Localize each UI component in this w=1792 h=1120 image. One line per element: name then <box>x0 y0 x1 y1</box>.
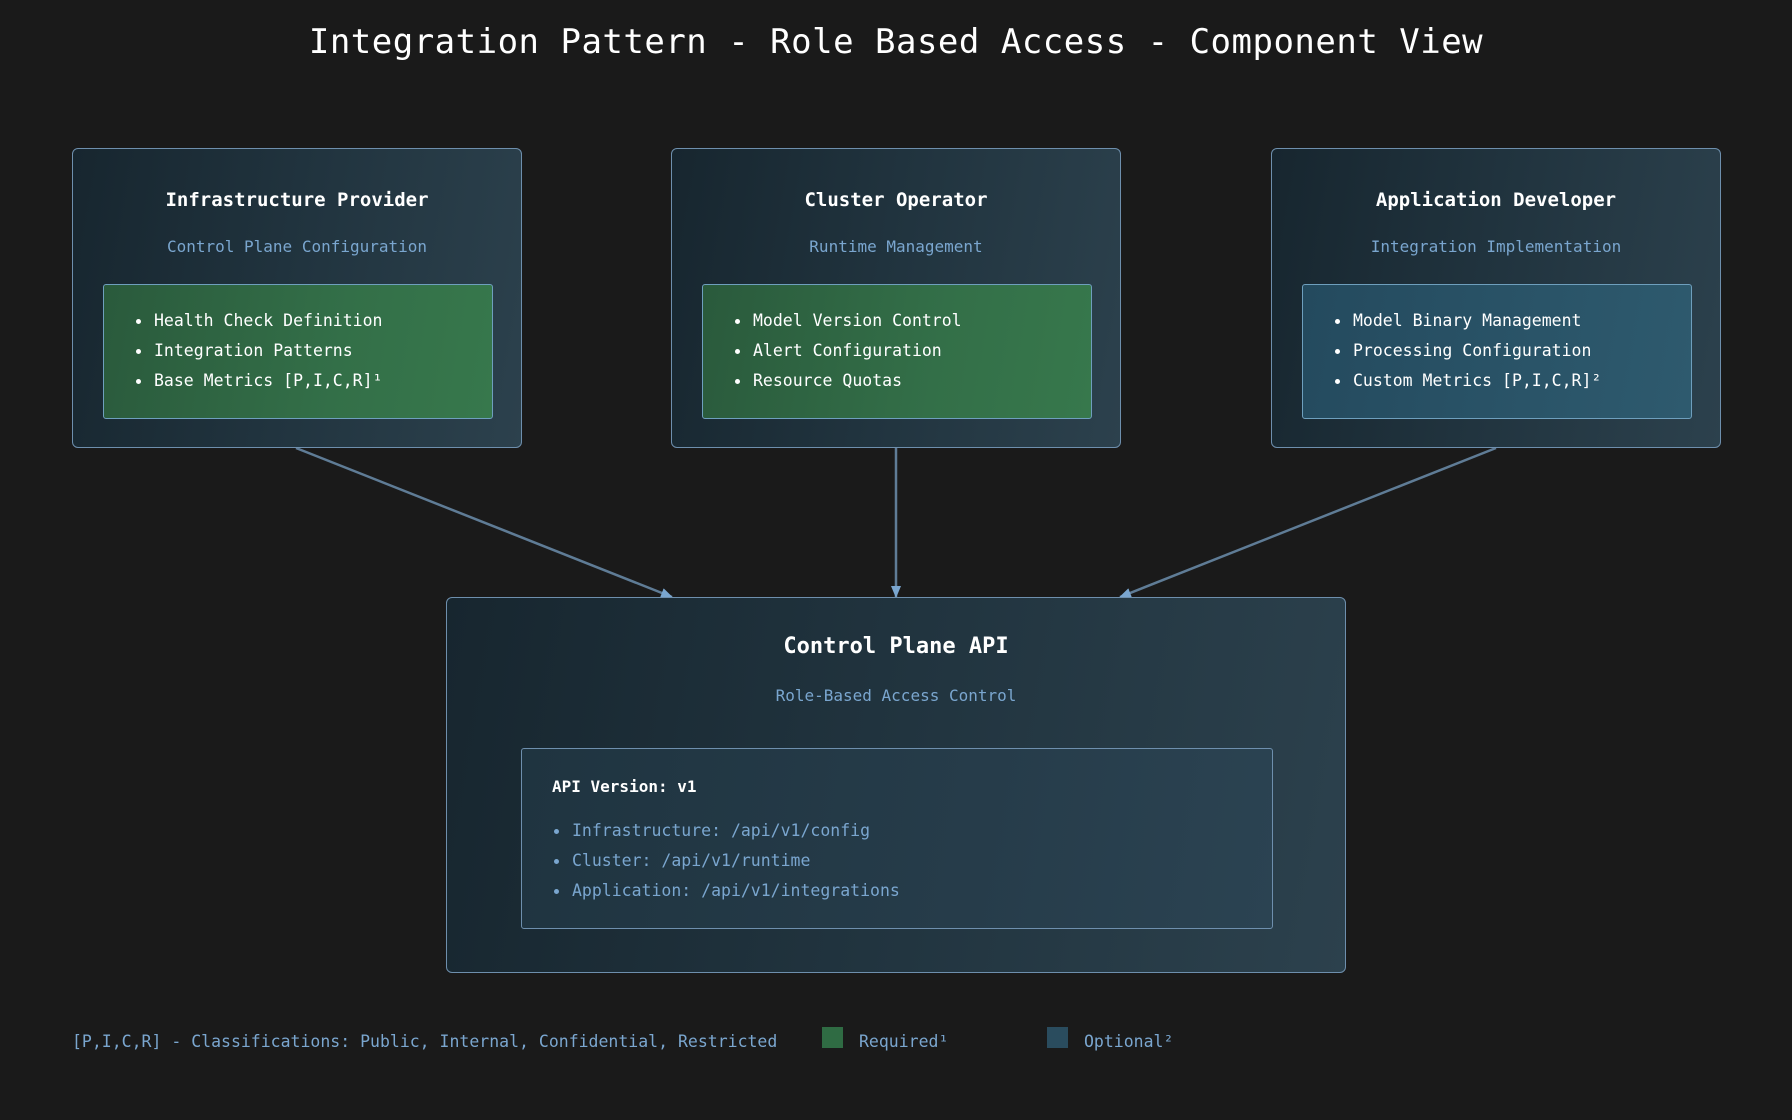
endpoint-item: Application: /api/v1/integrations <box>552 881 900 911</box>
list-item: Alert Configuration <box>733 341 962 371</box>
list-item: Resource Quotas <box>733 371 962 401</box>
diagram-title: Integration Pattern - Role Based Access … <box>308 22 1484 62</box>
arrow-application-to-api <box>1119 446 1497 599</box>
role-subtitle: Runtime Management <box>809 237 983 256</box>
legend-label-optional: Optional² <box>1084 1032 1174 1051</box>
legend-swatch-optional <box>1047 1027 1068 1048</box>
role-title: Infrastructure Provider <box>165 189 429 211</box>
list-item: Base Metrics [P,I,C,R]¹ <box>134 371 382 401</box>
role-box-application-developer: Application Developer Integration Implem… <box>1271 148 1721 448</box>
endpoint-item: Infrastructure: /api/v1/config <box>552 821 900 851</box>
role-responsibilities-optional: Model Binary Management Processing Confi… <box>1302 284 1692 419</box>
api-version: API Version: v1 <box>552 777 697 796</box>
endpoint-list: Infrastructure: /api/v1/config Cluster: … <box>552 821 900 911</box>
role-title: Cluster Operator <box>804 189 988 211</box>
responsibility-list: Model Version Control Alert Configuratio… <box>733 311 962 401</box>
classification-legend-note: [P,I,C,R] - Classifications: Public, Int… <box>72 1032 778 1051</box>
responsibility-list: Model Binary Management Processing Confi… <box>1333 311 1601 401</box>
role-box-infrastructure-provider: Infrastructure Provider Control Plane Co… <box>72 148 522 448</box>
api-details-panel: API Version: v1 Infrastructure: /api/v1/… <box>521 748 1273 929</box>
api-subtitle: Role-Based Access Control <box>775 686 1017 705</box>
role-subtitle: Integration Implementation <box>1370 237 1622 256</box>
control-plane-api-box: Control Plane API Role-Based Access Cont… <box>446 597 1346 973</box>
role-responsibilities-required: Model Version Control Alert Configuratio… <box>702 284 1092 419</box>
role-responsibilities-required: Health Check Definition Integration Patt… <box>103 284 493 419</box>
list-item: Integration Patterns <box>134 341 382 371</box>
role-title: Application Developer <box>1375 189 1617 211</box>
list-item: Processing Configuration <box>1333 341 1601 371</box>
role-subtitle: Control Plane Configuration <box>166 237 428 256</box>
list-item: Model Binary Management <box>1333 311 1601 341</box>
legend-swatch-required <box>822 1027 843 1048</box>
list-item: Custom Metrics [P,I,C,R]² <box>1333 371 1601 401</box>
responsibility-list: Health Check Definition Integration Patt… <box>134 311 382 401</box>
list-item: Health Check Definition <box>134 311 382 341</box>
list-item: Model Version Control <box>733 311 962 341</box>
legend-label-required: Required¹ <box>859 1032 949 1051</box>
role-box-cluster-operator: Cluster Operator Runtime Management Mode… <box>671 148 1121 448</box>
arrow-infrastructure-to-api <box>295 446 673 599</box>
api-title: Control Plane API <box>783 634 1009 659</box>
endpoint-item: Cluster: /api/v1/runtime <box>552 851 900 881</box>
